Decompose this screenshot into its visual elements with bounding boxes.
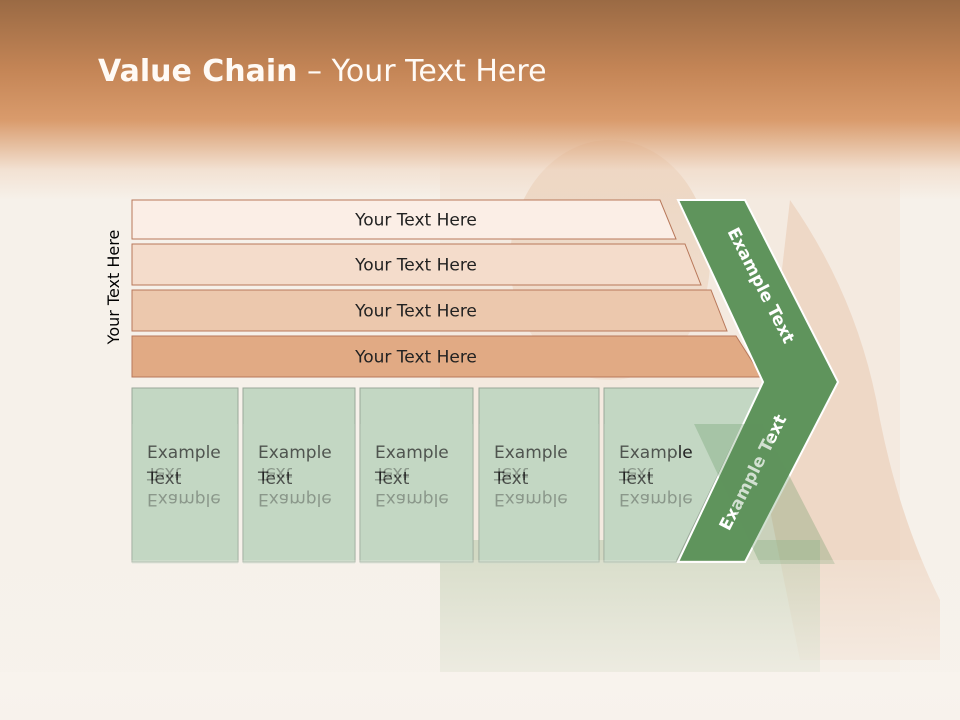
slide-title: Value Chain – Your Text Here bbox=[98, 54, 547, 89]
value-row-1 bbox=[131, 199, 677, 240]
activity-cell-line2: Text bbox=[374, 469, 410, 489]
activity-cell-line2: Text bbox=[618, 469, 654, 489]
activity-cell-4 bbox=[478, 387, 600, 563]
activity-cell-line1: Example bbox=[258, 443, 332, 463]
activity-cell-1 bbox=[131, 387, 239, 563]
value-row-3 bbox=[131, 289, 728, 332]
activity-cell-line2: Text bbox=[493, 469, 529, 489]
header-band bbox=[0, 0, 960, 200]
activity-cell-line2: Text bbox=[257, 469, 293, 489]
activity-cell-line1: Example bbox=[375, 443, 449, 463]
title-rest: – Your Text Here bbox=[297, 54, 547, 89]
activity-cell-line1: Example bbox=[494, 443, 568, 463]
activity-cell-2 bbox=[242, 387, 356, 563]
value-row-label: Your Text Here bbox=[354, 211, 477, 231]
value-row-label: Your Text Here bbox=[354, 256, 477, 276]
reflection-fade bbox=[0, 560, 960, 720]
value-row-label: Your Text Here bbox=[354, 302, 477, 322]
activity-cell-line1: Example bbox=[619, 443, 693, 463]
activity-cell-line2: Text bbox=[146, 469, 182, 489]
activity-cell-3 bbox=[359, 387, 474, 563]
value-row-2 bbox=[131, 243, 702, 286]
value-row-label: Your Text Here bbox=[354, 348, 477, 368]
activity-cell-line1: Example bbox=[147, 443, 221, 463]
title-bold: Value Chain bbox=[98, 54, 298, 89]
